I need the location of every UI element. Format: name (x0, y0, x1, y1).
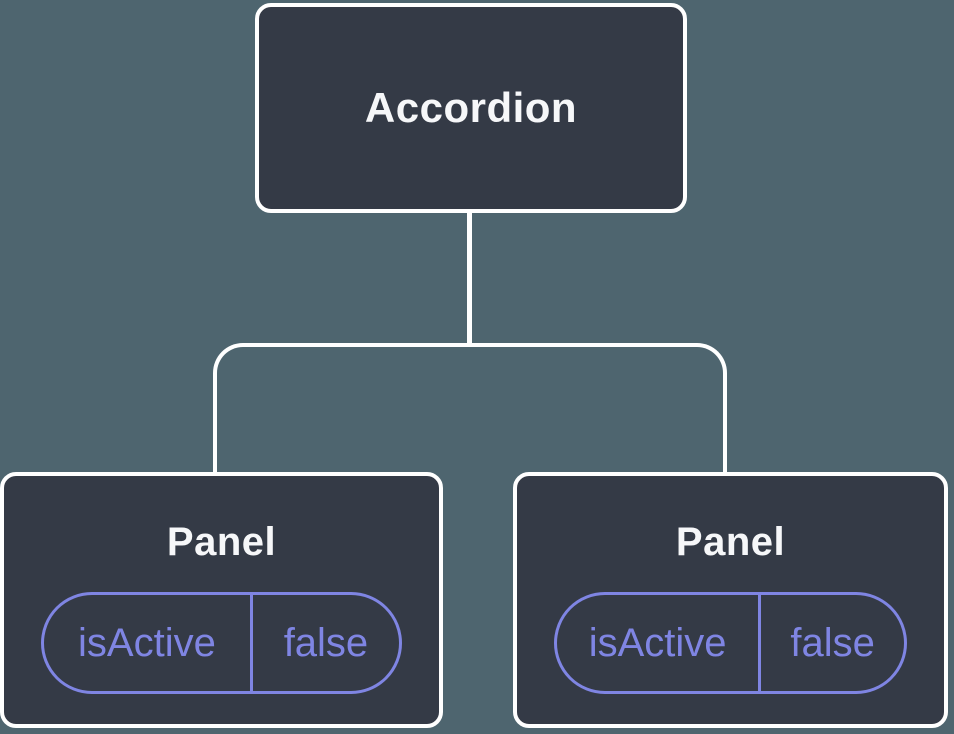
component-node-panel-1: Panel isActive false (0, 472, 443, 728)
state-key-2: isActive (588, 620, 727, 665)
connector-bracket (213, 343, 727, 473)
state-value-1: false (249, 595, 399, 691)
state-value-2: false (758, 595, 904, 691)
state-pill-1: isActive false (41, 592, 402, 694)
node-label-accordion: Accordion (364, 84, 578, 131)
node-label-panel-1: Panel (166, 520, 277, 564)
component-node-panel-2: Panel isActive false (513, 472, 948, 728)
state-key-1: isActive (78, 620, 216, 665)
connector-stem (467, 211, 472, 347)
state-pill-2: isActive false (554, 592, 907, 694)
component-node-accordion: Accordion (255, 3, 687, 213)
node-label-panel-2: Panel (675, 520, 786, 564)
